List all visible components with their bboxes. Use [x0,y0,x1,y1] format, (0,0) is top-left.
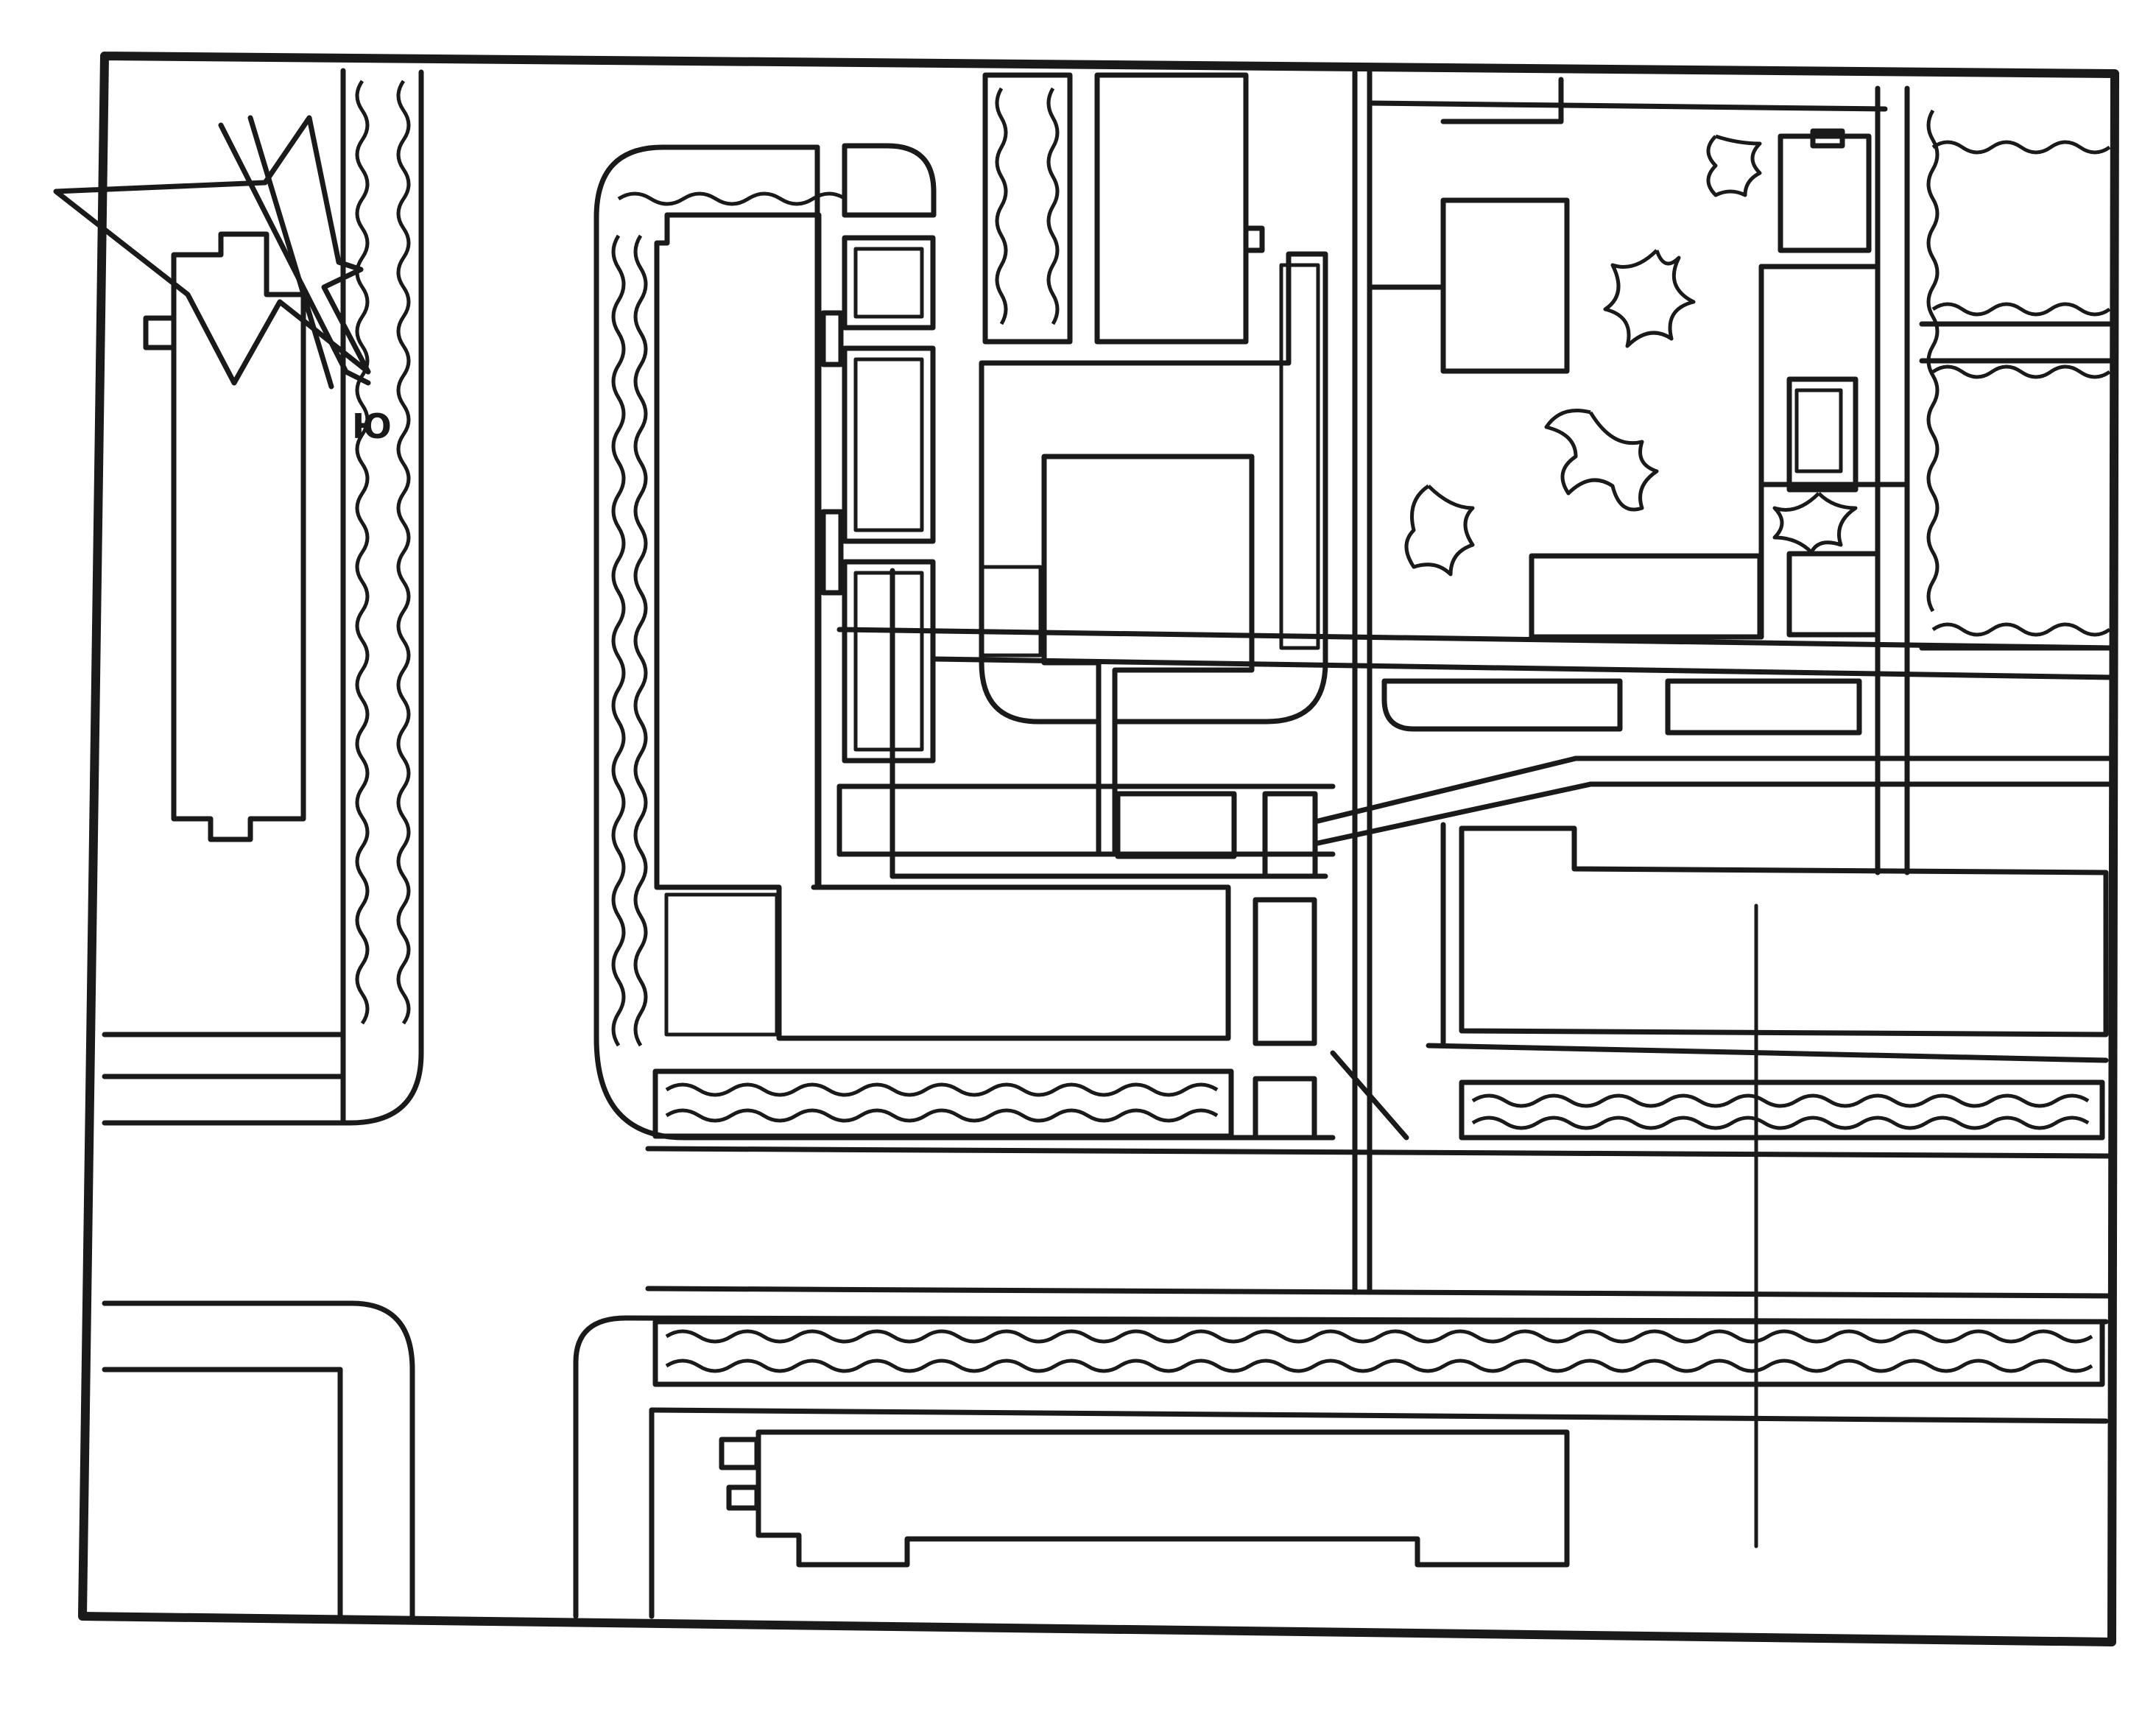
site-boundary [78,52,2119,1646]
north-middle-hedges [982,72,1265,345]
compass-arrow-icon [53,115,371,390]
paths [645,69,2116,1548]
central-l-block [593,144,1336,1141]
east-edge-blocks [1919,109,2115,651]
compass-label: Ю [352,406,392,446]
south-building [719,1429,1570,1568]
west-street-edges [102,68,424,1619]
south-hedge-band [573,1315,2109,1619]
east-garden [1367,77,1910,640]
east-building [1426,822,2109,1141]
west-building-block [143,231,306,842]
west-hedge-strip [355,80,411,1025]
south-middle-hedges [652,678,2090,1141]
planter-column [842,143,937,764]
central-hedge-band [611,191,847,1047]
figure-caption [74,1666,2099,1709]
